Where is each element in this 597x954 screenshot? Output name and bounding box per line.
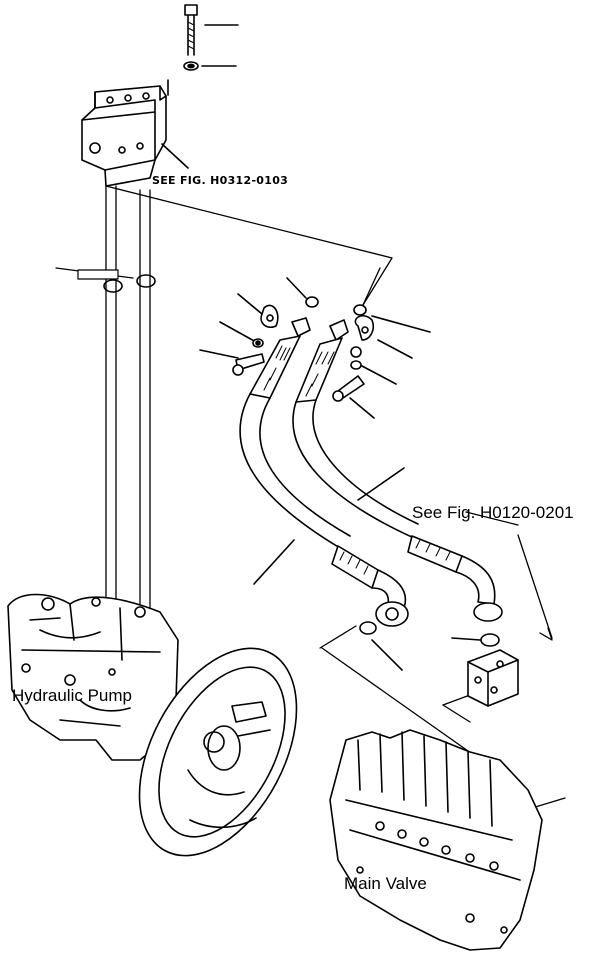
valve-block-top xyxy=(81,85,167,187)
ref-label-right: See Fig. H0120-0201 xyxy=(412,503,574,522)
leader-hoses xyxy=(253,467,405,671)
leader-ref-top xyxy=(161,79,189,169)
pump-label: Hydraulic Pump xyxy=(12,686,132,705)
o-ring-left-1 xyxy=(103,279,123,293)
hose-fitting-lower-right xyxy=(407,535,503,622)
hydraulic-pump xyxy=(7,593,298,857)
valve-label: Main Valve xyxy=(344,874,427,893)
hose-left xyxy=(239,317,351,549)
main-valve xyxy=(329,729,543,951)
hose-right xyxy=(292,319,419,539)
flange-set-left xyxy=(199,277,319,376)
washer-top xyxy=(183,61,199,71)
hose-fitting-lower-left xyxy=(331,545,409,627)
o-ring-lower-left xyxy=(359,621,377,635)
valve-block-right xyxy=(467,649,519,707)
flange-set-right xyxy=(332,304,431,419)
bolt-top xyxy=(184,4,198,56)
o-ring-lower-right xyxy=(480,633,500,647)
ref-label-top: SEE FIG. H0312-0103 xyxy=(152,174,289,187)
leader-lines xyxy=(55,185,566,809)
o-ring-left-2 xyxy=(136,274,156,288)
